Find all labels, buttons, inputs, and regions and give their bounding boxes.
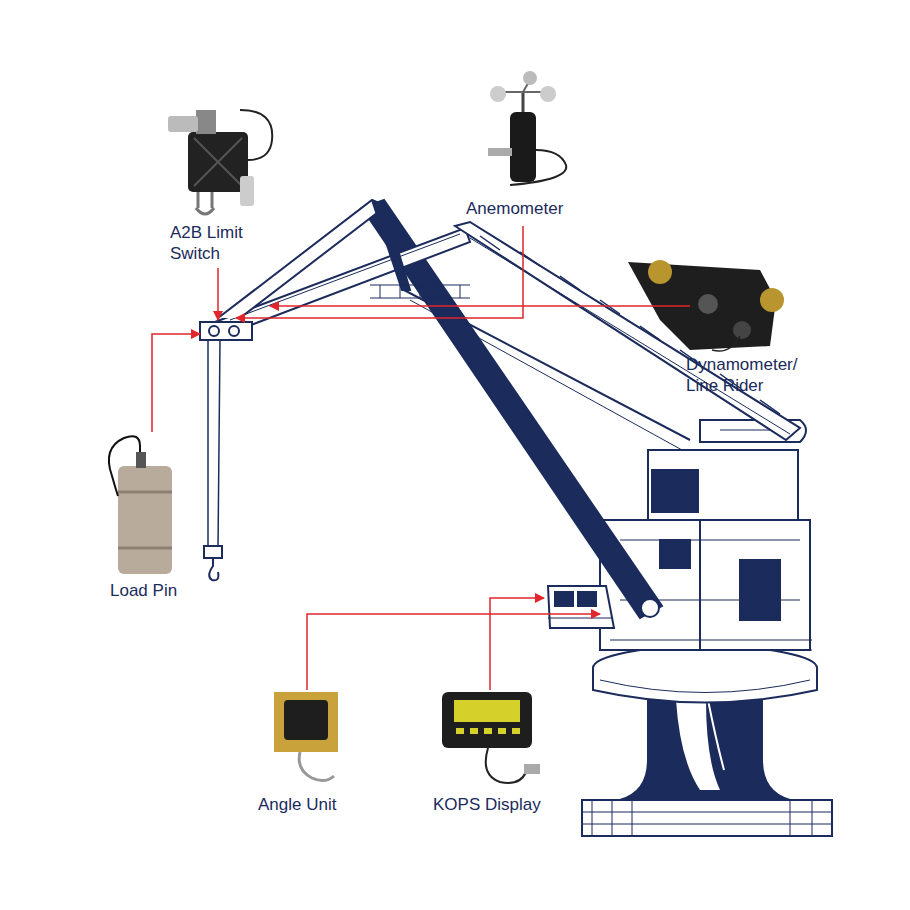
leader-lines — [152, 226, 690, 690]
kops-display-icon — [442, 692, 540, 783]
part-label: KOPS Display — [433, 794, 541, 815]
crane-drawing — [200, 200, 832, 836]
part-label: Load Pin — [110, 580, 177, 601]
angle-unit-icon — [274, 692, 338, 781]
part-label: A2B Limit Switch — [170, 222, 270, 264]
part-label: Dynamometer/ Line Rider — [686, 354, 811, 396]
part-label: Anemometer — [466, 198, 563, 219]
a2b-switch-icon — [168, 110, 272, 214]
anemometer-icon — [488, 71, 566, 185]
part-label: Angle Unit — [258, 794, 336, 815]
load-pin-icon — [109, 436, 172, 574]
